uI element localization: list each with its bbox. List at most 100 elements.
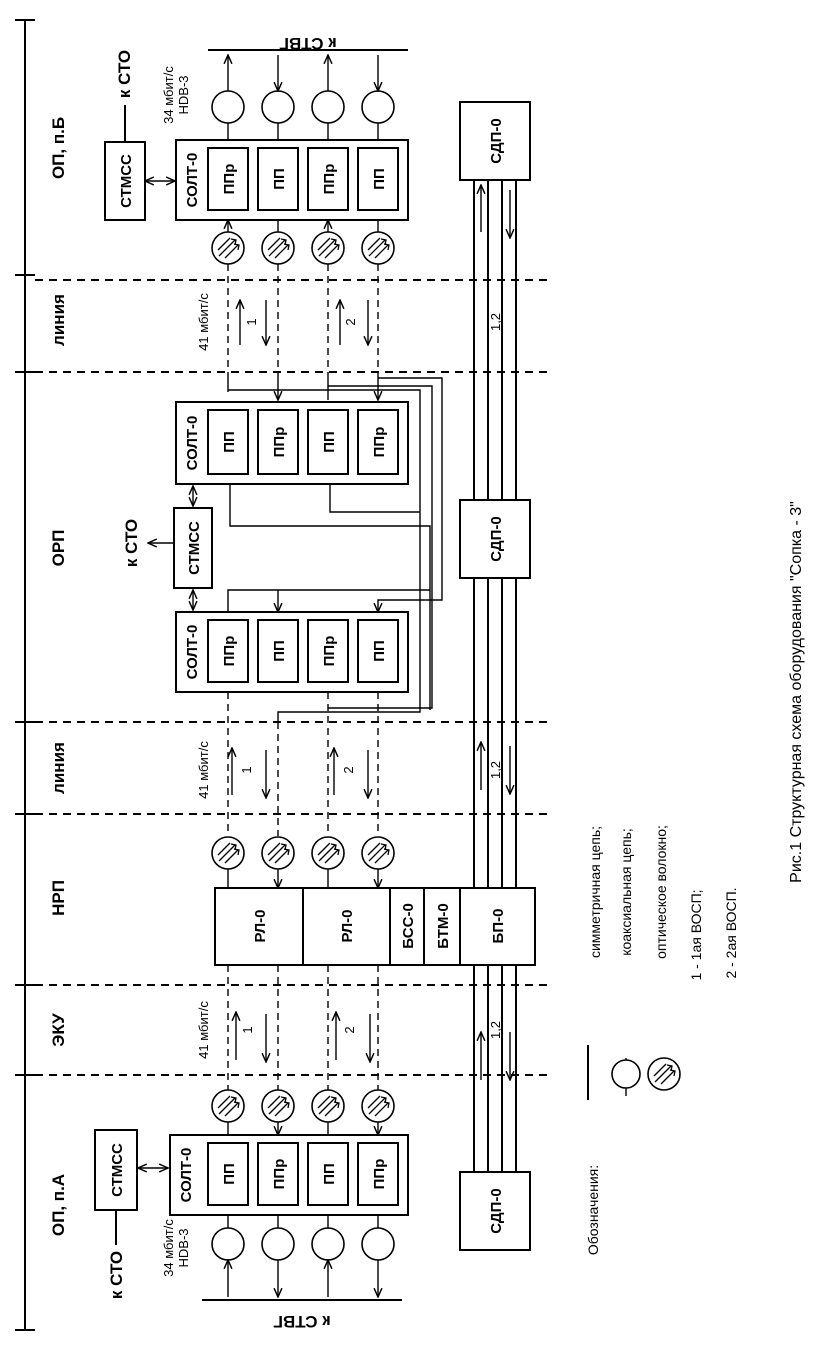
legend-item-vosp2: 2 - 2ая ВОСП. xyxy=(723,887,739,978)
solt-orp-top-label: СОЛТ-0 xyxy=(184,416,201,471)
sys12-mid: 1,2 xyxy=(488,761,503,779)
section-axis xyxy=(15,19,35,1331)
section-line-top-label: линия xyxy=(49,294,68,346)
pp-top-2-label: ПП xyxy=(271,168,288,190)
ppr-orp-top-2-label: ППр xyxy=(271,427,288,458)
ppr-bottom-2 xyxy=(257,1142,299,1206)
coax-top xyxy=(211,55,395,140)
ppr-top-3-label: ППр xyxy=(321,164,338,195)
optic-top xyxy=(211,220,395,265)
section-nrp-label: НРП xyxy=(49,880,68,916)
sdp-top-label: СДП-0 xyxy=(488,118,505,163)
solt-orp-bottom-label: СОЛТ-0 xyxy=(184,625,201,680)
pp-top-4 xyxy=(357,147,399,211)
pp-top-2 xyxy=(257,147,299,211)
ppr-top-1-label: ППр xyxy=(221,164,238,195)
rate-34-bottom: 34 мбит/с xyxy=(161,1219,176,1277)
legend-item-coax: коаксиальная цепь; xyxy=(618,828,634,956)
k-stvg-bottom-label: к СТВГ xyxy=(273,1312,331,1331)
legend-title: Обозначения: xyxy=(585,1165,601,1255)
sys2-mid: 2 xyxy=(341,766,356,773)
eku-fibers xyxy=(227,965,510,1090)
pp-orp-top-1 xyxy=(207,409,249,475)
sdp-top-block xyxy=(459,101,531,181)
ppr-orp-bottom-1 xyxy=(207,619,249,683)
sys2-top: 2 xyxy=(343,318,358,325)
bss-label: БСС-0 xyxy=(400,903,417,949)
pp-bottom-3 xyxy=(307,1142,349,1206)
section-op-a-label: ОП, п.А xyxy=(49,1174,68,1236)
btm-label: БТМ-0 xyxy=(435,903,452,948)
k-stvg-top-label: к СТВГ xyxy=(279,34,337,53)
legend-coax-symbol xyxy=(611,1058,641,1096)
nrp-equipment-block xyxy=(214,887,536,966)
ppr-top-1 xyxy=(207,147,249,211)
ppr-top-3 xyxy=(307,147,349,211)
pp-orp-top-3 xyxy=(307,409,349,475)
section-orp-label: ОРП xyxy=(49,530,68,567)
hdb3-top: HDB-3 xyxy=(176,75,191,114)
section-line-label: линия xyxy=(49,742,68,794)
bp-label: БП-0 xyxy=(490,909,507,944)
legend-item-symmetric: симметричная цепь; xyxy=(587,826,603,958)
stmss-bottom-label: СТМСС xyxy=(109,1143,126,1197)
pp-orp-bottom-2-label: ПП xyxy=(271,640,288,662)
sdp-orp-label: СДП-0 xyxy=(488,516,505,561)
section-eku-label: ЭКУ xyxy=(49,1013,68,1047)
k-sto-top-label: к СТО xyxy=(115,50,134,98)
legend-item-vosp1: 1 - 1ая ВОСП; xyxy=(688,889,704,980)
sys2-eku: 2 xyxy=(342,1026,357,1033)
stmss-orp-block xyxy=(173,507,213,589)
coax-bottom xyxy=(202,1215,402,1301)
stmss-orp-label: СТМСС xyxy=(186,521,203,575)
sys1-top: 1 xyxy=(244,318,259,325)
stmss-top-label: СТМСС xyxy=(118,154,135,208)
rate-41-eku: 41 мбит/с xyxy=(196,1001,211,1059)
optic-bottom xyxy=(211,1089,395,1135)
pp-orp-top-1-label: ПП xyxy=(221,431,238,453)
orp-loops xyxy=(227,372,443,722)
rate-34-top: 34 мбит/с xyxy=(161,66,176,124)
k-sto-bottom-label: к СТО xyxy=(107,1251,126,1299)
hdb3-bottom: HDB-3 xyxy=(176,1228,191,1267)
legend-item-optic: оптическое волокно; xyxy=(653,825,669,959)
sys12-eku: 1,2 xyxy=(488,1021,503,1039)
rl-1-label: РЛ-0 xyxy=(252,910,269,943)
solt-bottom-label: СОЛТ-0 xyxy=(178,1148,195,1203)
ppr-orp-bottom-1-label: ППр xyxy=(221,636,238,667)
section-op-b-label: ОП, п.Б xyxy=(49,117,68,179)
trunk-lines xyxy=(473,180,517,1172)
rl-2-label: РЛ-0 xyxy=(339,910,356,943)
pp-orp-bottom-4 xyxy=(357,619,399,683)
sys1-eku: 1 xyxy=(240,1026,255,1033)
pp-bottom-1-label: ПП xyxy=(221,1163,238,1185)
optic-nrp xyxy=(211,836,395,888)
ppr-orp-top-4-label: ППр xyxy=(371,427,388,458)
ppr-bottom-4 xyxy=(357,1142,399,1206)
ppr-bottom-2-label: ППр xyxy=(271,1159,288,1190)
k-sto-top: к СТО xyxy=(115,50,134,142)
sdp-bottom-block xyxy=(459,1171,531,1251)
rate-41-mid: 41 мбит/с xyxy=(196,741,211,799)
pp-orp-bottom-4-label: ПП xyxy=(371,640,388,662)
k-stvg-top: к СТВГ xyxy=(208,34,408,53)
sys12-top: 1,2 xyxy=(488,313,503,331)
pp-top-4-label: ПП xyxy=(371,168,388,190)
ppr-orp-top-4 xyxy=(357,409,399,475)
sys1-mid: 1 xyxy=(239,766,254,773)
sdp-bottom-label: СДП-0 xyxy=(488,1188,505,1233)
section-boundaries xyxy=(35,279,548,1076)
legend-optic-symbol xyxy=(647,1057,681,1091)
ppr-orp-bottom-3 xyxy=(307,619,349,683)
pp-orp-bottom-2 xyxy=(257,619,299,683)
line-top-fibers xyxy=(227,264,379,372)
ppr-orp-bottom-3-label: ППр xyxy=(321,636,338,667)
solt-top-label: СОЛТ-0 xyxy=(184,153,201,208)
ppr-bottom-4-label: ППр xyxy=(371,1159,388,1190)
pp-bottom-3-label: ПП xyxy=(321,1163,338,1185)
pp-orp-top-3-label: ПП xyxy=(321,431,338,453)
rate-41-top: 41 мбит/с xyxy=(196,293,211,351)
stmss-top-block xyxy=(104,141,146,221)
line-mid-fibers xyxy=(227,692,510,836)
